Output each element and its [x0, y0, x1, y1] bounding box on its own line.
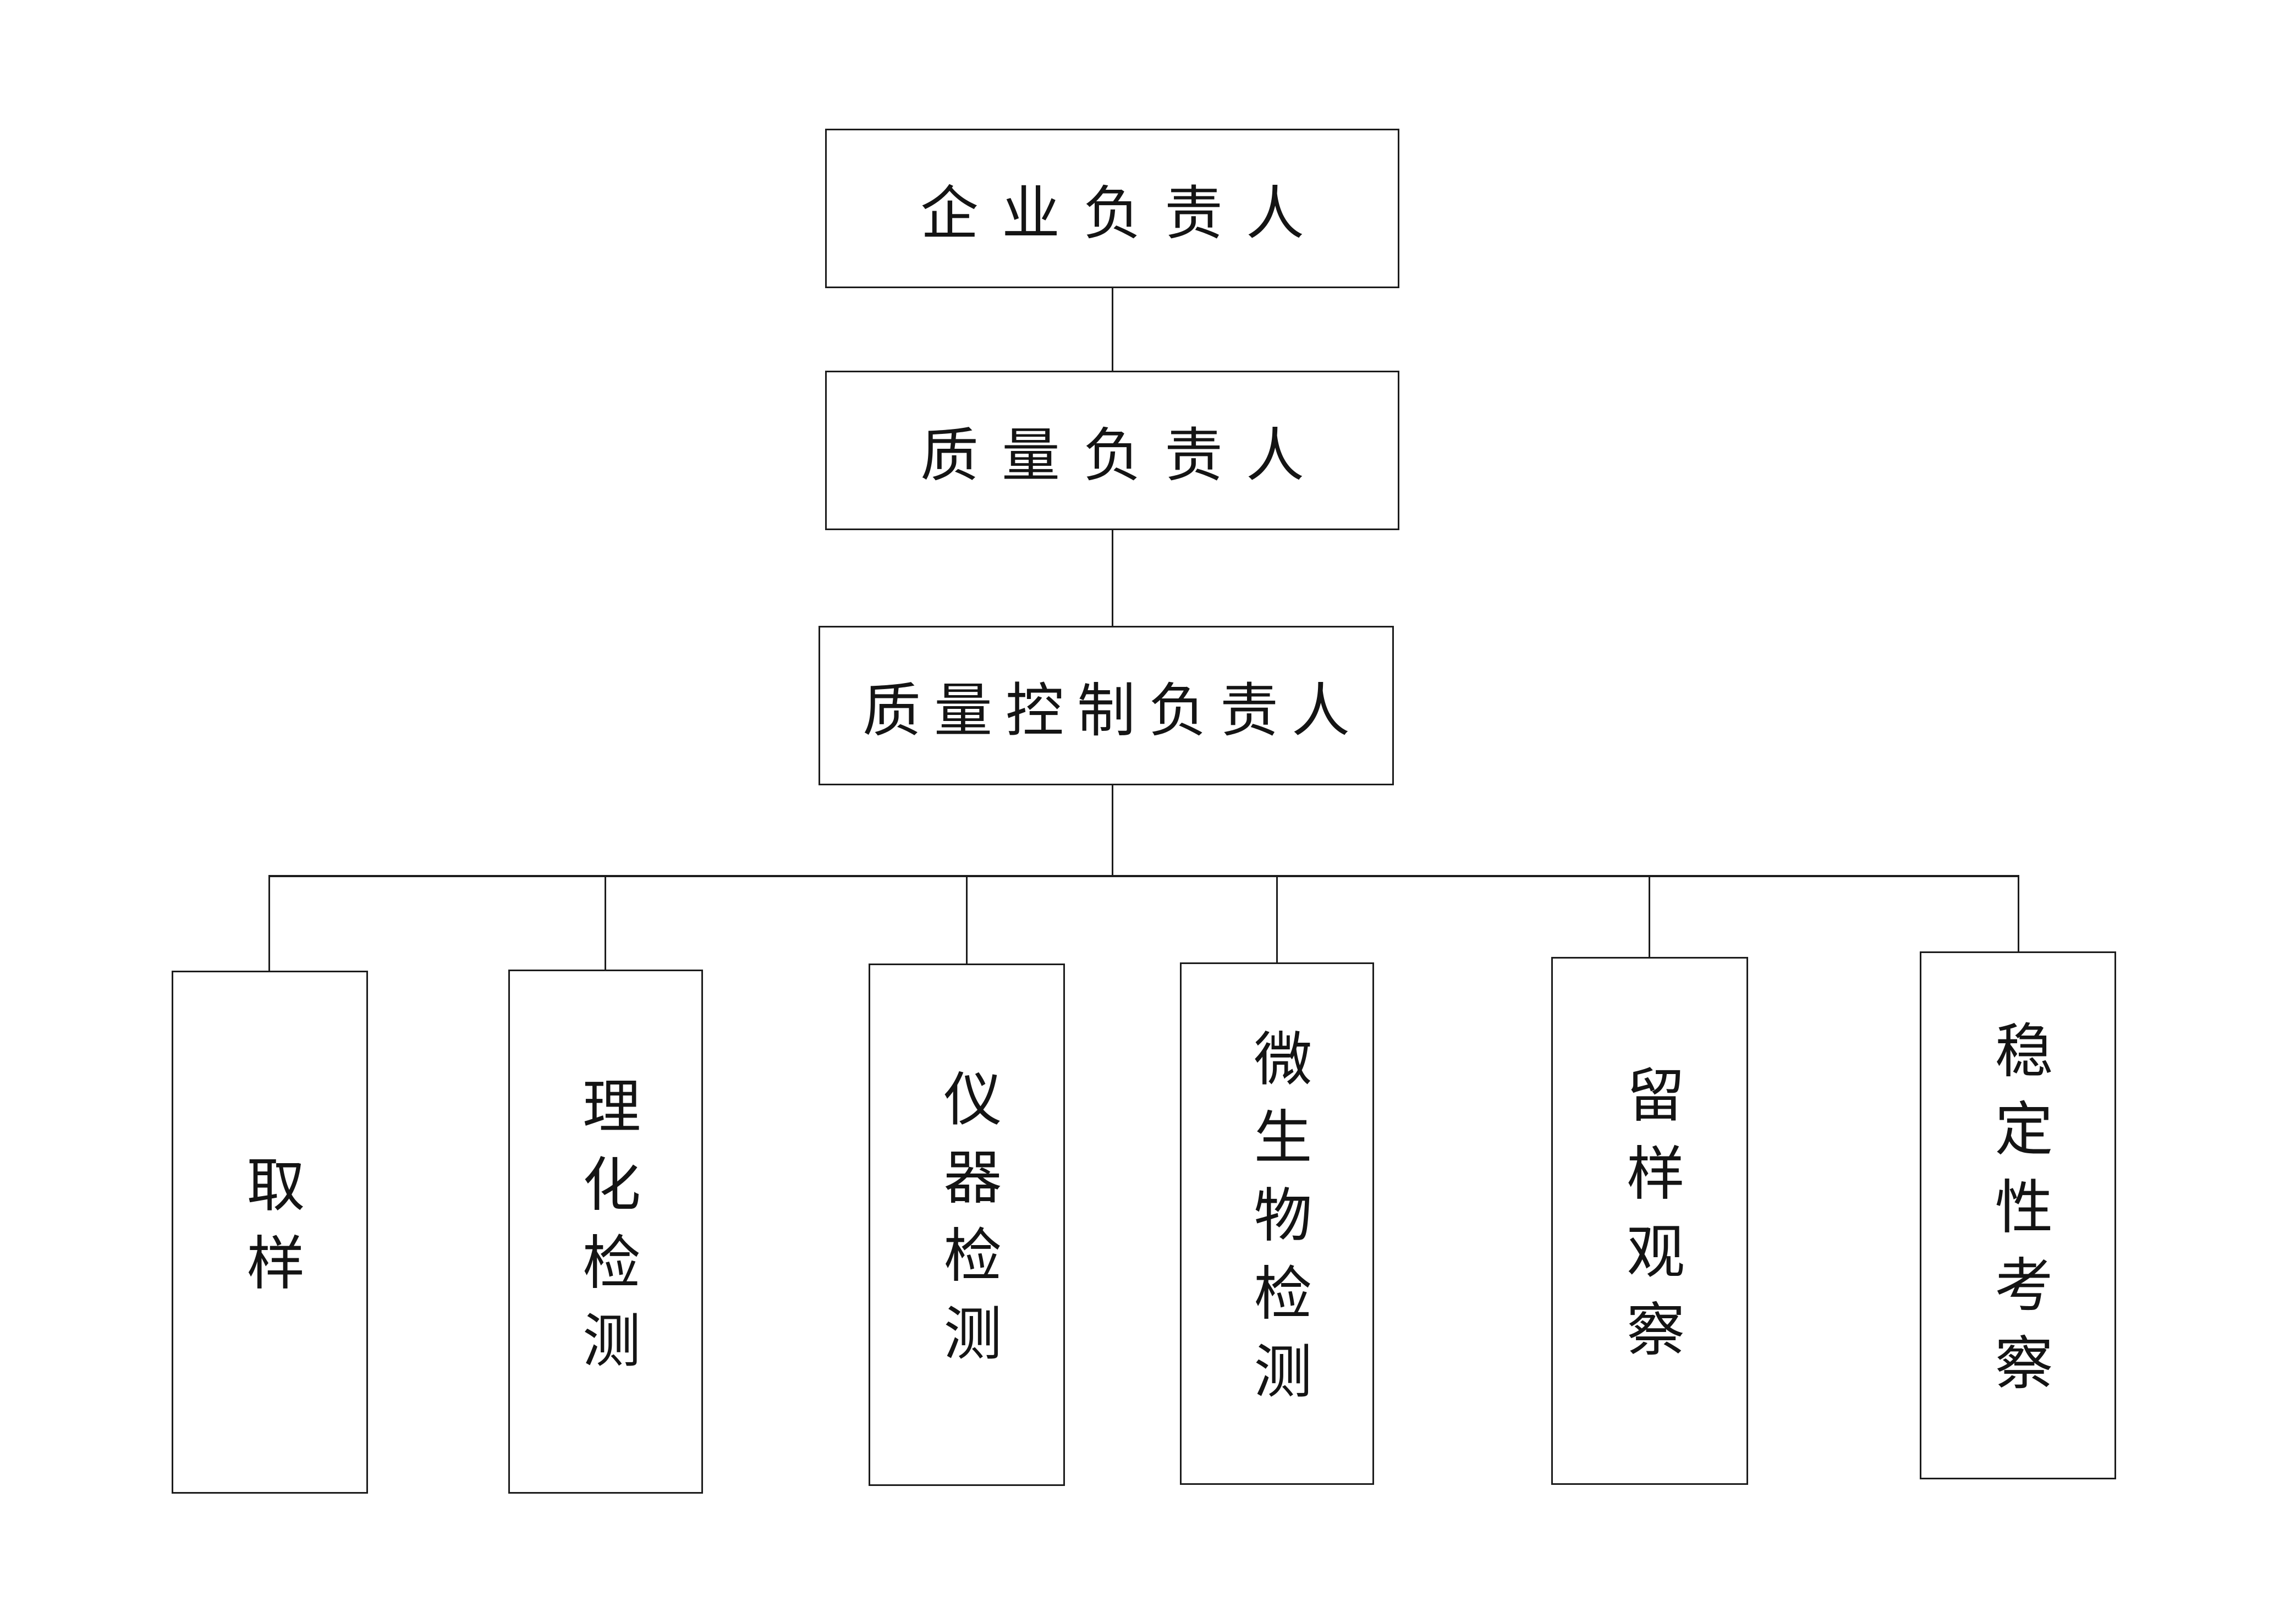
- node-dept-microbiological-testing: 微生物检测: [1180, 962, 1374, 1485]
- connector-drop-retained-sample: [1649, 876, 1650, 957]
- node-dept-microbiological-testing-label: 微生物检测: [1245, 1028, 1310, 1419]
- connector-drop-instrument: [966, 876, 968, 964]
- node-dept-sampling-label: 取样: [238, 1154, 303, 1311]
- connector-level2-level3: [1112, 530, 1113, 626]
- node-dept-retained-sample-observation: 留样观察: [1551, 957, 1748, 1485]
- node-dept-sampling: 取样: [172, 971, 368, 1494]
- connector-level3-bus: [1112, 785, 1113, 876]
- node-quality-head: 质量负责人: [825, 371, 1399, 530]
- node-dept-retained-sample-observation-label: 留样观察: [1618, 1065, 1682, 1377]
- connector-level1-level2: [1112, 288, 1113, 371]
- node-dept-instrument-testing: 仪器检测: [869, 964, 1065, 1486]
- node-enterprise-head: 企业负责人: [825, 129, 1399, 288]
- node-dept-instrument-testing-label: 仪器检测: [935, 1069, 999, 1381]
- node-qc-head-label: 质量控制负责人: [863, 679, 1363, 744]
- connector-drop-sampling: [268, 876, 270, 971]
- connector-drop-physicochemical: [605, 876, 606, 970]
- node-quality-head-label: 质量负责人: [920, 424, 1327, 488]
- node-dept-physicochemical-testing: 理化检测: [508, 970, 703, 1494]
- node-dept-stability-study-label: 稳定性考察: [1986, 1020, 2051, 1411]
- connector-drop-microbiological: [1276, 876, 1278, 962]
- node-dept-stability-study: 稳定性考察: [1920, 951, 2116, 1479]
- node-enterprise-head-label: 企业负责人: [920, 182, 1327, 246]
- node-qc-head: 质量控制负责人: [819, 626, 1394, 785]
- connector-drop-stability: [2018, 876, 2019, 951]
- node-dept-physicochemical-testing-label: 理化检测: [574, 1075, 638, 1388]
- connector-bus: [268, 875, 2019, 877]
